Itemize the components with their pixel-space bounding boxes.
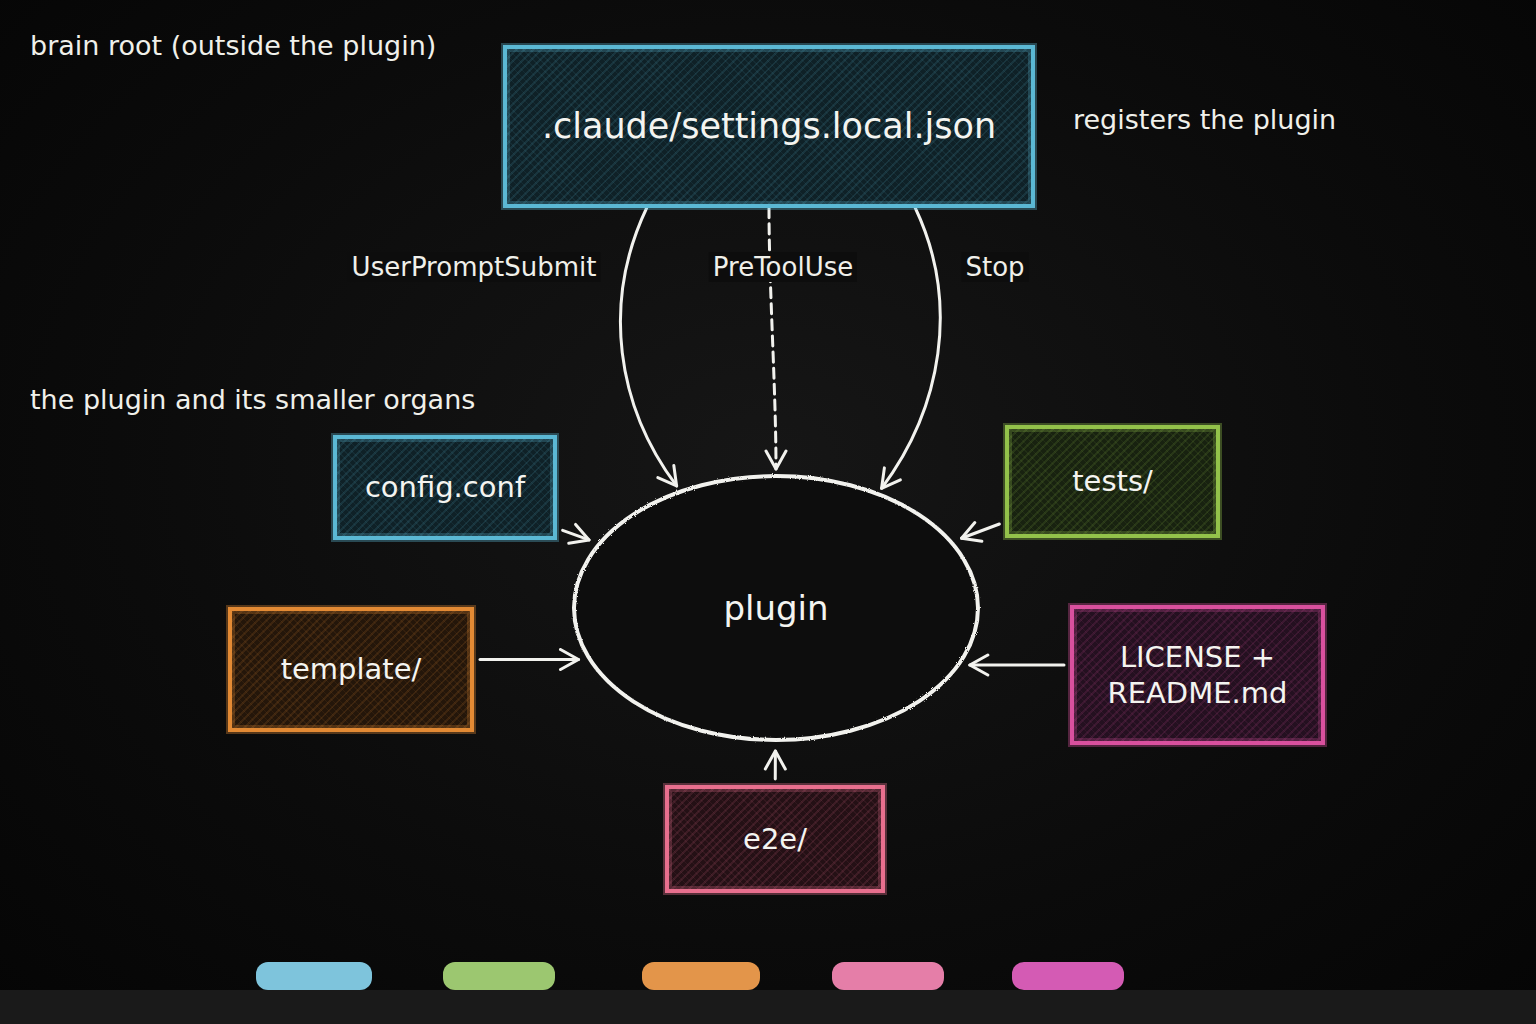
node-text: config.conf [365,469,525,505]
hook-event-label: Stop [961,252,1028,282]
connector-arrow [563,530,589,540]
note-label: brain root (outside the plugin) [30,30,436,61]
node-text: e2e/ [743,821,807,857]
node-text: plugin [723,587,828,630]
plugin-ellipse: plugin [571,473,981,743]
node-text: LICENSE + README.md [1074,639,1321,712]
separator-dashed-line [18,344,1518,347]
node-text: template/ [281,651,422,687]
connector-arrow [970,664,1064,667]
connector-arrow [882,208,941,488]
component-box: e2e/ [665,785,885,893]
node-text: tests/ [1072,463,1153,499]
hook-event-label: PreToolUse [709,252,857,282]
chalk-ledge [0,990,1536,1024]
component-box: .claude/settings.local.json [503,45,1035,208]
connector-arrow [962,524,1000,538]
connector-arrow [769,208,776,469]
chalk-stick [1012,962,1124,990]
connector-arrow [620,208,676,486]
component-box: tests/ [1005,425,1220,538]
component-box: config.conf [333,435,557,540]
component-box: LICENSE + README.md [1070,605,1325,745]
node-text: .claude/settings.local.json [542,105,996,149]
note-label: registers the plugin [1073,104,1336,135]
connector-arrow [774,751,777,779]
connector-arrow [480,658,579,661]
ellipse-stroke [574,476,978,740]
chalk-ledge-edge [0,991,1536,994]
component-box: template/ [228,607,474,732]
chalk-stick [256,962,372,990]
chalk-stick [642,962,760,990]
note-label: the plugin and its smaller organs [30,384,475,415]
chalk-stick [832,962,944,990]
hook-event-label: UserPromptSubmit [348,252,601,282]
chalk-stick [443,962,555,990]
